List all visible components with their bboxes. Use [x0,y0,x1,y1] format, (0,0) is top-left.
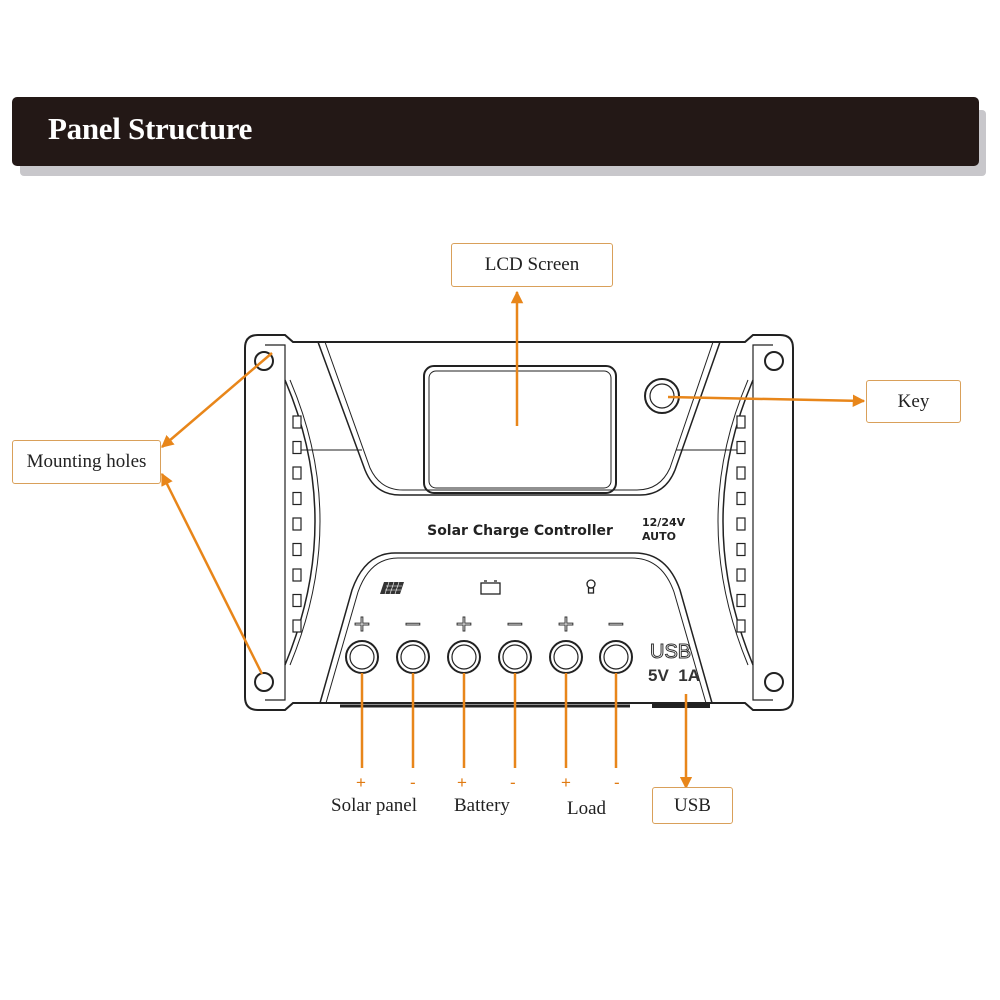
sign-solar-plus: + [356,773,366,792]
vent-slot-left [292,542,302,557]
terminal-battery-minus[interactable] [498,640,532,674]
bulb-icon [586,579,596,594]
mounting-leader-top [161,352,273,448]
callout-mounting-holes: Mounting holes [12,440,161,484]
label-load: Load [567,798,607,819]
terminal-solar-plus[interactable] [345,640,379,674]
terminal-sign-solar-minus: − [404,612,422,637]
callout-key: Key [866,380,961,423]
controller-body [244,334,794,711]
vent-slot-left [292,491,302,506]
auto-label: AUTO [642,530,676,543]
terminal-load-minus[interactable] [599,640,633,674]
mounting-hole-top-left [254,351,274,371]
vent-slot-left [292,593,302,608]
lcd-screen [423,365,617,494]
page-title: Panel Structure [48,111,253,146]
key-leader [667,394,866,408]
callout-lcd-screen: LCD Screen [451,243,613,287]
vent-slot-left [292,568,302,582]
vent-slot-right [736,440,746,455]
terminal-sign-solar-plus: + [353,612,371,637]
vent-slot-left [292,619,302,633]
terminal-sign-battery-minus: − [506,612,524,637]
sign-battery-minus: - [510,773,516,792]
usb-marking: USB [650,641,691,663]
vent-slot-left [292,466,302,480]
terminal-solar-minus[interactable] [396,640,430,674]
battery-icon [480,580,501,595]
mounting-hole-bottom-right [764,672,784,692]
sign-load-minus: - [614,773,620,792]
sign-load-plus: + [561,773,571,792]
voltage-label: 12/24V [642,516,686,529]
vent-slot-left [292,440,302,455]
terminal-load-plus[interactable] [549,640,583,674]
vent-slot-right [736,568,746,582]
header-banner: Panel Structure [12,97,979,166]
terminal-leaders [360,673,618,768]
leader-lines [160,290,866,790]
terminal-battery-plus[interactable] [447,640,481,674]
vent-slot-right [736,491,746,506]
callout-usb: USB [652,787,733,824]
terminal-row: + − + − + − [345,612,633,674]
mounting-hole-top-right [764,351,784,371]
vent-slot-right [736,415,746,429]
label-battery: Battery [454,795,510,816]
vent-slot-right [736,466,746,480]
vent-slot-left [292,517,302,531]
vent-slot-right [736,542,746,557]
mounting-hole-bottom-left [254,672,274,692]
vent-slot-right [736,593,746,608]
sign-solar-minus: - [410,773,416,792]
device-name: Solar Charge Controller [427,523,613,539]
terminal-sign-load-minus: − [607,612,625,637]
vent-slot-left [292,415,302,429]
usb-rating: 5V 1A [648,666,700,685]
terminal-sign-battery-plus: + [455,612,473,637]
terminal-sign-load-plus: + [557,612,575,637]
mounting-leader-bottom [160,472,264,675]
vent-slot-right [736,517,746,531]
vent-slot-right [736,619,746,633]
label-solar-panel: Solar panel [331,795,418,816]
solar-panel-icon [380,581,404,595]
vent-slots [292,415,746,633]
sign-battery-plus: + [457,773,467,792]
